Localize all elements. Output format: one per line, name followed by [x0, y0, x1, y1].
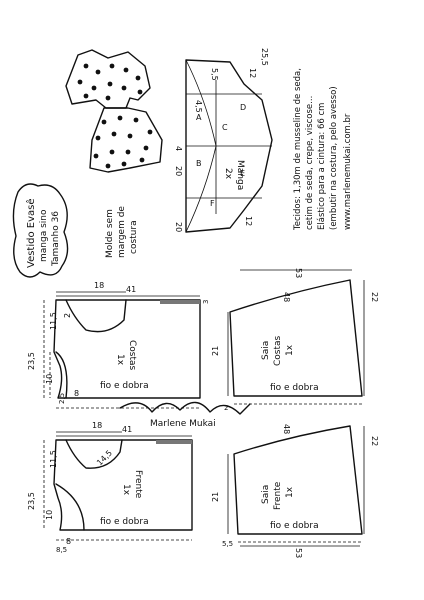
skirt-front-fold-label: fio e dobra [270, 521, 319, 531]
sleeve-letter-a: A [196, 113, 202, 122]
skirt-front-piece: 53 48 22 21 5,5 Saia Frente 1x fio e dob… [211, 424, 379, 558]
skirt-front-count: 1x [285, 486, 295, 498]
front-name: Frente [133, 470, 143, 499]
skirt-front-dim-waist: 5,5 [222, 540, 233, 548]
sleeve-dim-f: 12 [244, 216, 253, 226]
back-dim-width-cut: 18 [94, 281, 104, 290]
title-block: Vestido Evasê manga sino Tamanho 36 [12, 183, 69, 278]
website-url: www.marlenemukai.com.br [343, 113, 353, 230]
pattern-note-line1: Molde sem [105, 209, 115, 258]
sleeve-letter-d: D [240, 103, 246, 112]
front-bodice-piece: 41 18 23,5 11,5 14,5 10 8 8,5 Frente 1x … [27, 421, 193, 554]
back-count: 1x [115, 354, 125, 366]
back-dim-bottom-ext: 2,5 [58, 393, 66, 404]
title-line3: Tamanho 36 [51, 211, 61, 267]
front-count: 1x [121, 484, 131, 496]
skirt-back-dim-length: 53 [294, 268, 303, 278]
fabric-note-line1: Tecidos: 1,30m de musseline de seda, [293, 68, 303, 231]
title-line1: Vestido Evasê [25, 199, 37, 269]
front-dim-shoulder: 8 [66, 537, 71, 546]
sleeve-name: Manga [235, 160, 245, 190]
back-fold-label: fio e dobra [100, 381, 149, 391]
title-line2: manga sino [39, 209, 49, 262]
signature-text: Marlene Mukai [150, 419, 216, 429]
sleeve-letter-f: F [210, 199, 215, 208]
sleeve-letter-b: B [196, 159, 202, 168]
pattern-note-line3: costura [129, 220, 139, 254]
skirt-back-count: 1x [285, 344, 295, 356]
skirt-front-sub: Frente [273, 481, 283, 510]
sleeve-dim-e: 20 [174, 222, 183, 232]
skirt-back-piece: 53 48 22 21 2 Saia Costas 1x fio e dobra [211, 268, 379, 412]
front-dim-neck-depth: 14,5 [95, 448, 114, 467]
pattern-note: Molde sem margem de costura [105, 206, 139, 258]
back-dim-neck: 11,5 [49, 312, 58, 330]
skirt-back-dim-hem: 48 [282, 292, 291, 302]
sleeve-letter-c: C [222, 123, 228, 132]
back-dim-armhole: 10 [45, 374, 54, 384]
back-bodice-piece: 41 18 23,5 11,5 2 10 8 2,5 3 Costas 1x f… [27, 281, 210, 409]
sleeve-dim-b: 12 [248, 68, 257, 78]
front-dim-bottom: 8,5 [56, 546, 67, 554]
sleeve-dim-a: 5,5 [210, 68, 219, 81]
fabric-note: Tecidos: 1,30m de musseline de seda, cet… [293, 68, 353, 231]
back-dim-waist-ext: 3 [202, 300, 210, 304]
sleeve-dim-side: 4 [174, 146, 183, 151]
skirt-back-fold-label: fio e dobra [270, 383, 319, 393]
back-name: Costas [127, 340, 137, 371]
front-dim-width: 41 [122, 425, 132, 434]
skirt-back-name: Saia [261, 341, 271, 360]
sleeve-letter-e: E [240, 169, 245, 178]
sleeve-dim-total: 25,5 [260, 48, 269, 66]
front-fold-label: fio e dobra [100, 517, 149, 527]
skirt-back-dim-waist: 2 [224, 404, 228, 412]
skirt-front-name: Saia [261, 485, 271, 504]
back-dim-neck-depth: 2 [63, 313, 72, 318]
skirt-back-sub: Costas [273, 335, 283, 366]
sleeve-count: 2x [223, 168, 233, 180]
skirt-front-dim-hem: 48 [282, 424, 291, 434]
back-dim-shoulder: 8 [74, 389, 79, 398]
fabric-note-line3: Elástico para a cintura: 66 cm [317, 103, 327, 230]
skirt-front-dim-length: 53 [294, 548, 303, 558]
skirt-back-dim-side: 21 [211, 346, 220, 356]
dress-illustration [65, 49, 163, 173]
front-dim-armhole: 10 [45, 510, 54, 520]
skirt-front-dim-top: 22 [370, 436, 379, 446]
front-dim-height: 23,5 [27, 492, 36, 510]
sleeve-dim-d: 20 [174, 166, 183, 176]
sleeve-piece: 25,5 5,5 12 4,5 20 20 12 4 A B C D E F M… [174, 48, 273, 233]
skirt-front-dim-side: 21 [211, 492, 220, 502]
fabric-note-line4: (embutir na costura, pelo avesso) [329, 86, 339, 230]
fabric-note-line2: cetim de seda, crepe, viscose... [305, 96, 315, 230]
sleeve-dim-c: 4,5 [194, 100, 203, 113]
back-dim-width: 41 [126, 285, 136, 294]
front-dim-width-cut: 18 [92, 421, 102, 430]
pattern-note-line2: margem de [117, 206, 127, 258]
front-dim-neck: 11,5 [49, 450, 58, 468]
back-dim-height: 23,5 [27, 352, 36, 370]
signature: Marlene Mukai [119, 401, 251, 429]
skirt-back-dim-top: 22 [370, 292, 379, 302]
